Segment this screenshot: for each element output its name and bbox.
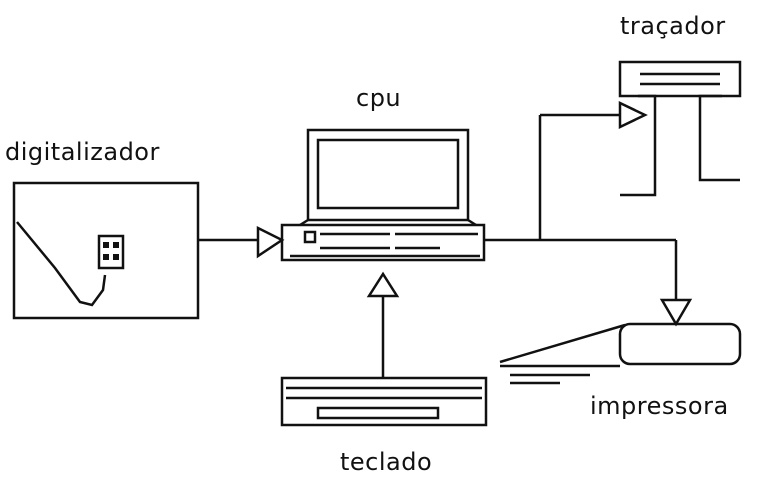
digitizer-label: digitalizador [5,138,160,166]
cpu-unit [282,130,484,260]
digitizer-connection [198,228,282,256]
plotter-label: traçador [620,12,726,40]
keyboard-device [282,378,486,425]
plotter-device [620,62,740,195]
cpu-label: cpu [356,84,401,112]
digitizer-device [14,183,198,318]
keyboard-label: teclado [340,448,432,476]
keyboard-connection [369,274,397,378]
printer-device [500,324,740,383]
output-bus [484,103,690,324]
printer-label: impressora [590,392,729,420]
